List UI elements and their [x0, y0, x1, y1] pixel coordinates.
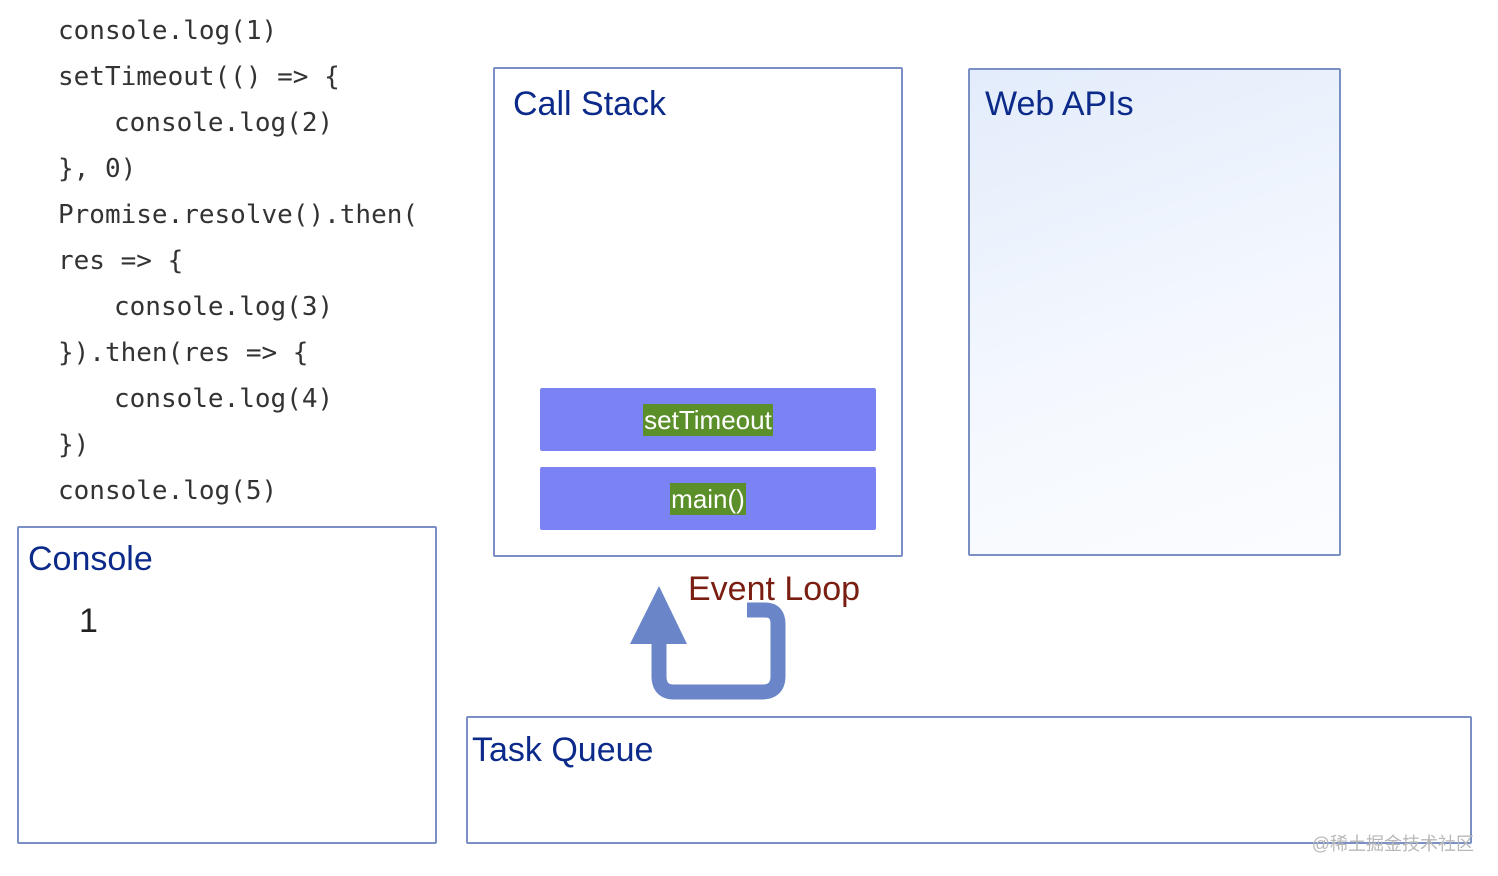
- console-title: Console: [28, 540, 153, 578]
- console-output: 1: [79, 602, 98, 640]
- call-stack-panel: Call Stack setTimeout main(): [493, 67, 903, 557]
- code-line: console.log(3): [114, 292, 334, 322]
- stack-frame-label: setTimeout: [643, 403, 773, 436]
- stack-frame-main: main(): [540, 467, 876, 530]
- stack-frame-label: main(): [670, 482, 746, 515]
- code-line: res => {: [58, 246, 184, 276]
- code-line: console.log(2): [114, 108, 334, 138]
- task-queue-panel: Task Queue: [466, 716, 1472, 844]
- code-line: setTimeout(() => {: [58, 62, 340, 92]
- code-line: Promise.resolve().then(: [58, 200, 419, 230]
- code-line: console.log(5): [58, 476, 278, 506]
- web-apis-title: Web APIs: [985, 85, 1134, 123]
- event-loop-label: Event Loop: [688, 570, 861, 608]
- code-snippet: console.log(1) setTimeout(() => { consol…: [58, 8, 418, 514]
- task-queue-title: Task Queue: [472, 731, 654, 769]
- call-stack-title: Call Stack: [513, 85, 667, 123]
- web-apis-panel: Web APIs: [968, 68, 1341, 556]
- event-loop-arrow-icon: [630, 586, 786, 700]
- code-line: }): [58, 430, 90, 460]
- stack-frame-settimeout: setTimeout: [540, 388, 876, 451]
- code-line: }, 0): [58, 154, 137, 184]
- code-line: console.log(4): [114, 384, 334, 414]
- watermark: @稀土掘金技术社区: [1311, 834, 1474, 854]
- console-panel: Console 1: [17, 526, 437, 844]
- code-line: console.log(1): [58, 16, 278, 46]
- code-line: }).then(res => {: [58, 338, 309, 368]
